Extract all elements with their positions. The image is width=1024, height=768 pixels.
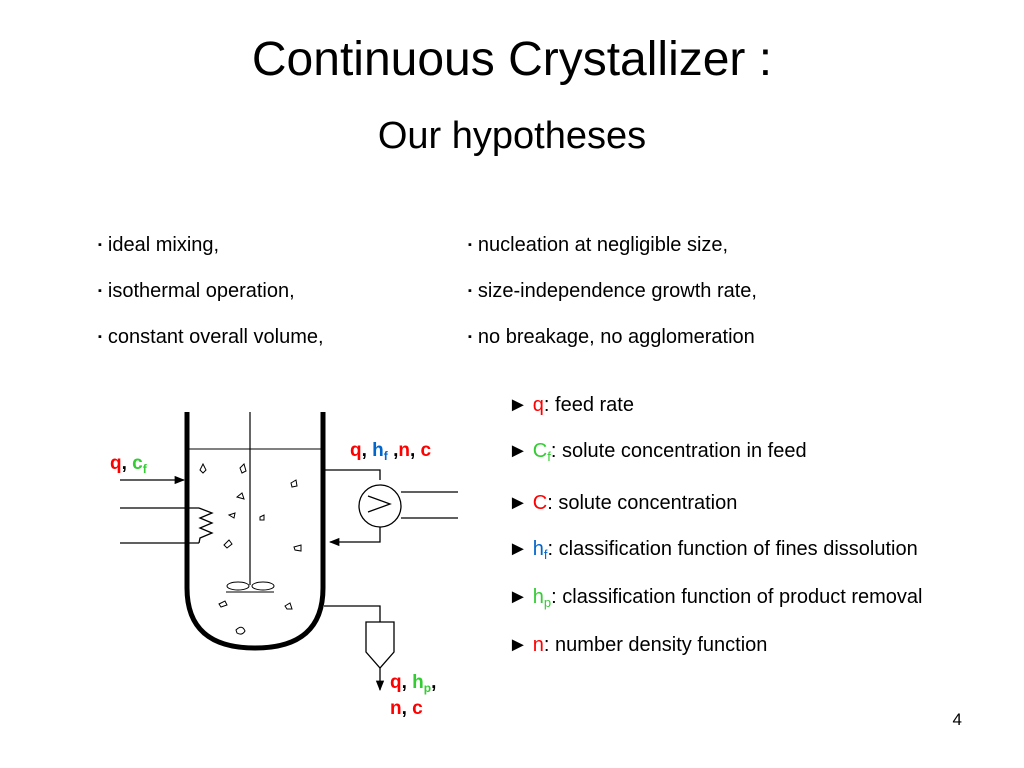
feed-label: q, cf: [110, 453, 147, 480]
definition-text: : feed rate: [543, 394, 634, 416]
symbol-q: q: [532, 394, 544, 416]
definition-text: : solute concentration in feed: [550, 440, 807, 462]
bullet-marker: ▪: [468, 331, 472, 343]
definition-cf: ►Cf: solute concentration in feed: [508, 439, 978, 469]
heat-exchanger-coil: [367, 495, 392, 513]
definition-c: ►C: solute concentration: [508, 491, 978, 515]
triangle-marker: ►: [508, 394, 528, 416]
label-n: n: [390, 698, 402, 719]
heating-coil: [198, 507, 214, 544]
label-h: h: [412, 672, 424, 693]
crystal: [259, 514, 265, 521]
impeller-blade: [251, 581, 275, 591]
label-subscript: f: [142, 462, 147, 476]
crystal: [223, 539, 233, 549]
hypotheses-left-list: ▪ ideal mixing, ▪ isothermal operation, ▪ c…: [98, 233, 324, 371]
hypothesis-text: ideal mixing,: [107, 234, 220, 256]
crystal: [199, 462, 207, 474]
definition-n: ►n: number density function: [508, 633, 978, 657]
list-item: ▪ constant overall volume,: [98, 325, 324, 371]
symbol-c: C: [532, 492, 548, 514]
vessel-wall: [184, 412, 326, 651]
label-subscript: p: [423, 681, 432, 695]
product-label-line2: n, c: [390, 698, 423, 720]
symbol-subscript: f: [547, 449, 551, 464]
list-item: ▪ nucleation at negligible size,: [468, 233, 757, 279]
label-sep: ,: [409, 440, 416, 461]
label-q: q: [350, 440, 362, 461]
label-sep: ,: [401, 698, 407, 719]
triangle-marker: ►: [508, 538, 528, 560]
label-q: q: [390, 672, 402, 693]
symbol-h: h: [532, 586, 544, 608]
list-item: ▪ isothermal operation,: [98, 279, 324, 325]
triangle-marker: ►: [508, 492, 528, 514]
crystal: [218, 600, 228, 608]
classifier: [365, 621, 395, 669]
list-item: ▪ ideal mixing,: [98, 233, 324, 279]
label-c: c: [412, 698, 423, 719]
crystal: [290, 479, 298, 488]
symbol-subscript: p: [543, 595, 552, 610]
label-sep: ,: [401, 672, 407, 693]
bullet-marker: ▪: [468, 285, 472, 297]
page-number: 4: [952, 710, 962, 729]
label-c: c: [420, 440, 432, 461]
list-item: ▪ size-independence growth rate,: [468, 279, 757, 325]
slide-subtitle: Our hypotheses: [377, 115, 647, 157]
hypothesis-text: no breakage, no agglomeration: [477, 326, 755, 348]
label-subscript: f: [383, 449, 388, 463]
definition-text: : classification function of fines disso…: [547, 538, 918, 560]
label-sep: ,: [361, 440, 367, 461]
definition-q: ►q: feed rate: [508, 393, 978, 417]
hypotheses-right-list: ▪ nucleation at negligible size, ▪ size-in…: [468, 233, 757, 371]
fines-return-arrow: [328, 527, 381, 547]
label-sep: ,: [121, 453, 127, 474]
symbol-subscript: f: [543, 547, 548, 562]
definition-hf: ►hf: classification function of fines di…: [508, 537, 978, 567]
label-sep: ,: [431, 672, 437, 693]
definition-hp: ►hp: classification function of product …: [508, 585, 978, 615]
definition-text: : number density function: [543, 634, 768, 656]
crystal: [227, 512, 236, 519]
label-h: h: [372, 440, 384, 461]
hypothesis-text: constant overall volume,: [107, 326, 324, 348]
variable-definitions: ►q: feed rate ►Cf: solute concentration …: [508, 393, 978, 679]
label-c: c: [132, 453, 143, 474]
list-item: ▪ no breakage, no agglomeration: [468, 325, 757, 371]
crystal: [239, 463, 247, 474]
heat-exchanger: [358, 484, 402, 528]
triangle-marker: ►: [508, 440, 528, 462]
triangle-marker: ►: [508, 586, 528, 608]
crystal: [293, 544, 302, 552]
label-sep: ,: [393, 440, 399, 461]
definition-text: : solute concentration: [547, 492, 738, 514]
crystal: [235, 492, 245, 500]
triangle-marker: ►: [508, 634, 528, 656]
hypothesis-text: isothermal operation,: [107, 280, 295, 302]
bullet-marker: ▪: [468, 239, 472, 251]
label-q: q: [110, 453, 122, 474]
bullet-marker: ▪: [98, 285, 102, 297]
symbol-n: n: [532, 634, 544, 656]
impeller-blade: [226, 581, 250, 591]
definition-text: : classification function of product rem…: [551, 586, 923, 608]
fines-label: q, hf ,n, c: [350, 440, 431, 467]
symbol-h: h: [532, 538, 544, 560]
hypothesis-text: size-independence growth rate,: [477, 280, 757, 302]
product-label: q, hp,: [390, 672, 436, 699]
hypothesis-text: nucleation at negligible size,: [477, 234, 729, 256]
product-outlet-line: [324, 605, 381, 622]
bullet-marker: ▪: [98, 331, 102, 343]
bullet-marker: ▪: [98, 239, 102, 251]
crystal: [284, 602, 293, 610]
slide-title: Continuous Crystallizer :: [251, 33, 773, 86]
fines-outlet-line: [324, 469, 381, 480]
crystal: [235, 626, 246, 635]
label-n: n: [398, 440, 410, 461]
symbol-c: C: [532, 440, 548, 462]
